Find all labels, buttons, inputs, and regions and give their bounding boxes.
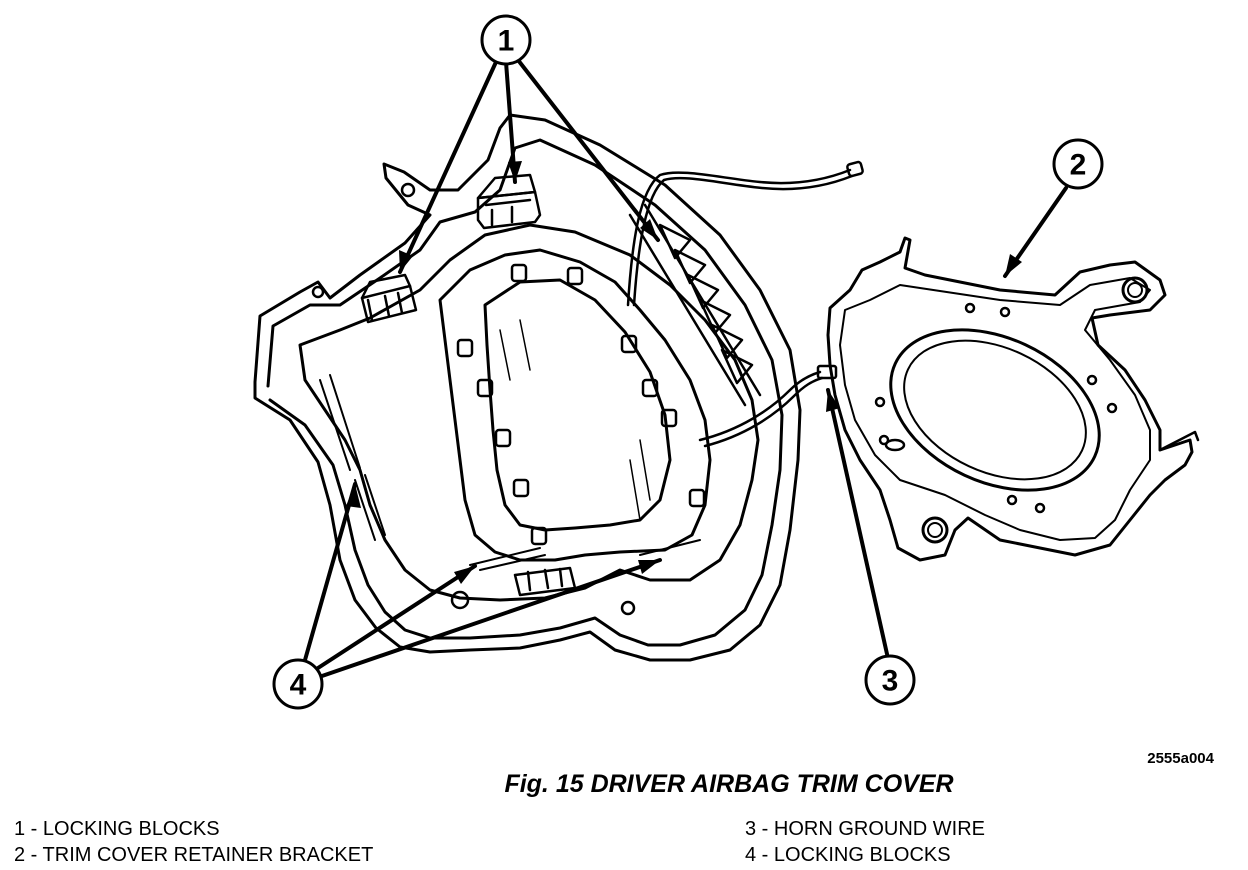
legend-item-4: 4 - LOCKING BLOCKS (745, 844, 951, 866)
arrow-heads (346, 161, 1022, 584)
callout-4-circle (272, 658, 324, 710)
airbag-trim-cover-diagram: 1 2 3 4 (253, 14, 1200, 710)
horn-ground-wire (626, 160, 864, 448)
trim-cover (253, 113, 802, 662)
callout-3-number: 3 (882, 665, 899, 698)
legend-item-1: 1 - LOCKING BLOCKS (14, 818, 220, 840)
leader-lines (303, 58, 1068, 678)
callout-4-number: 4 (290, 669, 307, 702)
figure-caption: Fig. 15 DRIVER AIRBAG TRIM COVER (504, 770, 954, 798)
callout-2-circle (1052, 138, 1104, 190)
legend-left: 1 - LOCKING BLOCKS 2 - TRIM COVER RETAIN… (14, 816, 373, 868)
callout-1-number: 1 (498, 25, 515, 58)
legend-item-3: 3 - HORN GROUND WIRE (745, 818, 985, 840)
callout-2-number: 2 (1070, 149, 1087, 182)
trim-cover-retainer-bracket (826, 236, 1200, 562)
figure-id: 2555a004 (1147, 750, 1214, 767)
legend-right: 3 - HORN GROUND WIRE 4 - LOCKING BLOCKS (745, 816, 985, 868)
callout-3-circle (864, 654, 916, 706)
callout-1-circle (480, 14, 532, 66)
legend-item-2: 2 - TRIM COVER RETAINER BRACKET (14, 844, 374, 866)
